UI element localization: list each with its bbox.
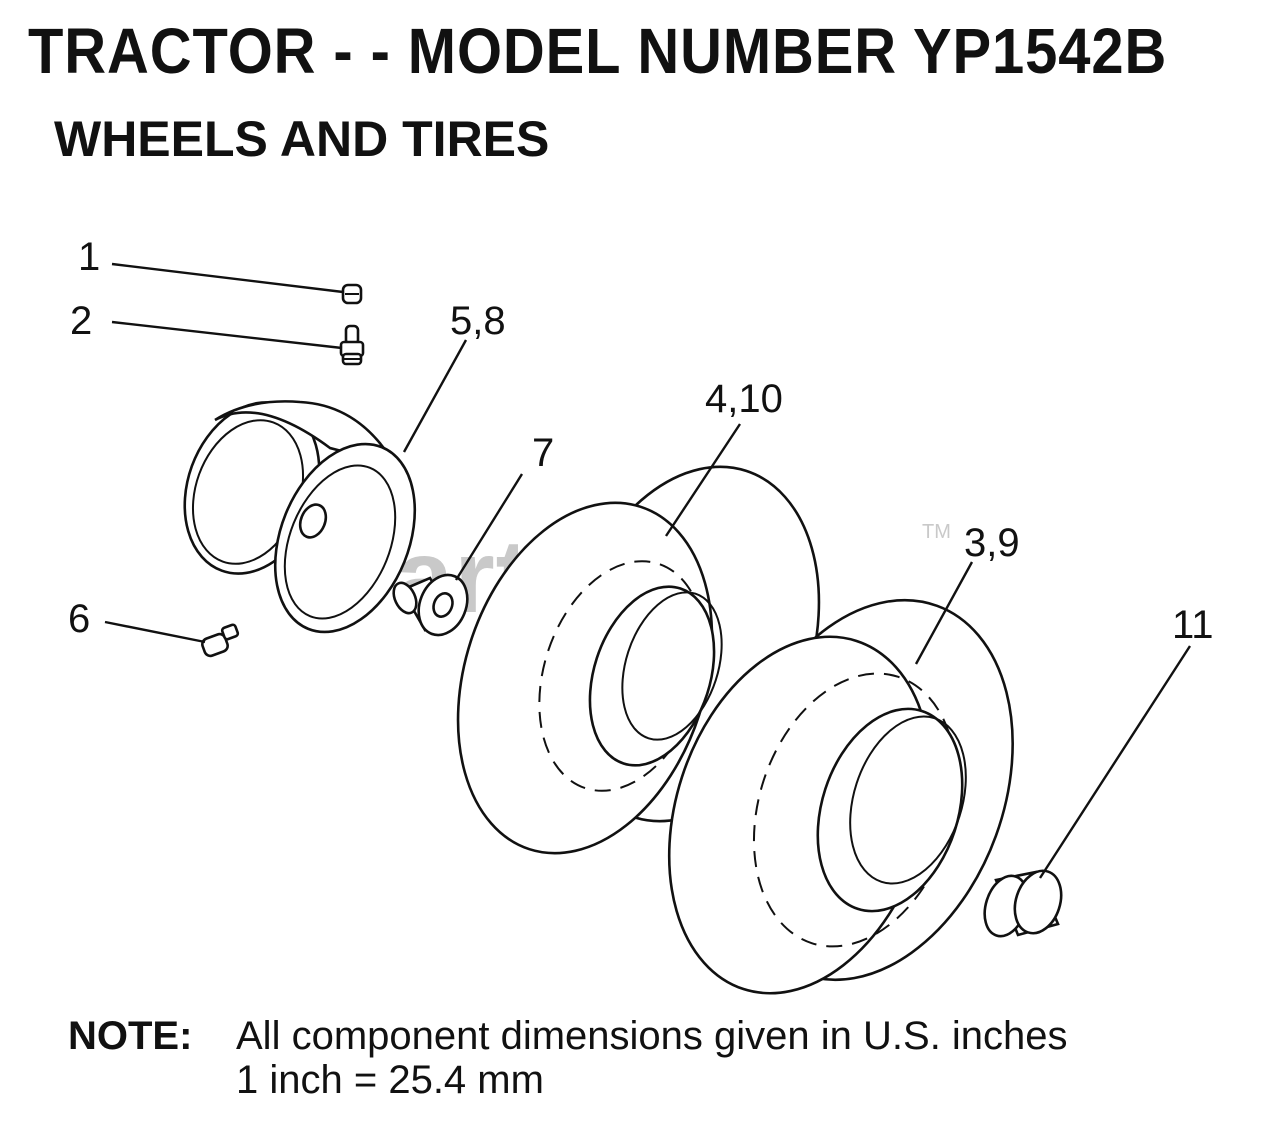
wheel-rim-part bbox=[183, 400, 417, 634]
callout-11: 11 bbox=[1172, 603, 1214, 647]
note-line-2: 1 inch = 25.4 mm bbox=[236, 1058, 544, 1102]
valve-cap-part bbox=[341, 283, 363, 305]
callout-3-9: 3,9 bbox=[964, 521, 1020, 565]
page-title: TRACTOR - - MODEL NUMBER YP1542B bbox=[28, 15, 1168, 87]
callout-1: 1 bbox=[78, 235, 100, 279]
rear-tire-part bbox=[667, 598, 1014, 995]
watermark-trademark: TM bbox=[922, 521, 951, 543]
leader-line-6 bbox=[104, 620, 206, 644]
bushing-part bbox=[392, 573, 469, 637]
note-line-1: All component dimensions given in U.S. i… bbox=[236, 1014, 1068, 1058]
valve-stem-part bbox=[339, 324, 365, 366]
leader-line-4-10 bbox=[664, 423, 742, 537]
note-label: NOTE: bbox=[68, 1014, 193, 1058]
section-title: WHEELS AND TIRES bbox=[54, 111, 550, 167]
leader-line-5-8 bbox=[402, 339, 468, 453]
center-cap-part bbox=[983, 869, 1063, 938]
leader-line-1 bbox=[111, 262, 344, 294]
leader-line-2 bbox=[111, 320, 343, 350]
grease-fitting-part bbox=[201, 623, 240, 658]
leader-line-7 bbox=[454, 473, 524, 581]
callout-4-10: 4,10 bbox=[705, 377, 783, 421]
callout-7: 7 bbox=[532, 431, 554, 475]
dimensions-note: NOTE: All component dimensions given in U… bbox=[68, 1014, 1068, 1102]
callout-5-8: 5,8 bbox=[450, 299, 506, 343]
callout-6: 6 bbox=[68, 597, 90, 641]
leader-line-11 bbox=[1038, 645, 1192, 879]
leader-line-3-9 bbox=[914, 561, 974, 665]
callout-2: 2 bbox=[70, 299, 92, 343]
